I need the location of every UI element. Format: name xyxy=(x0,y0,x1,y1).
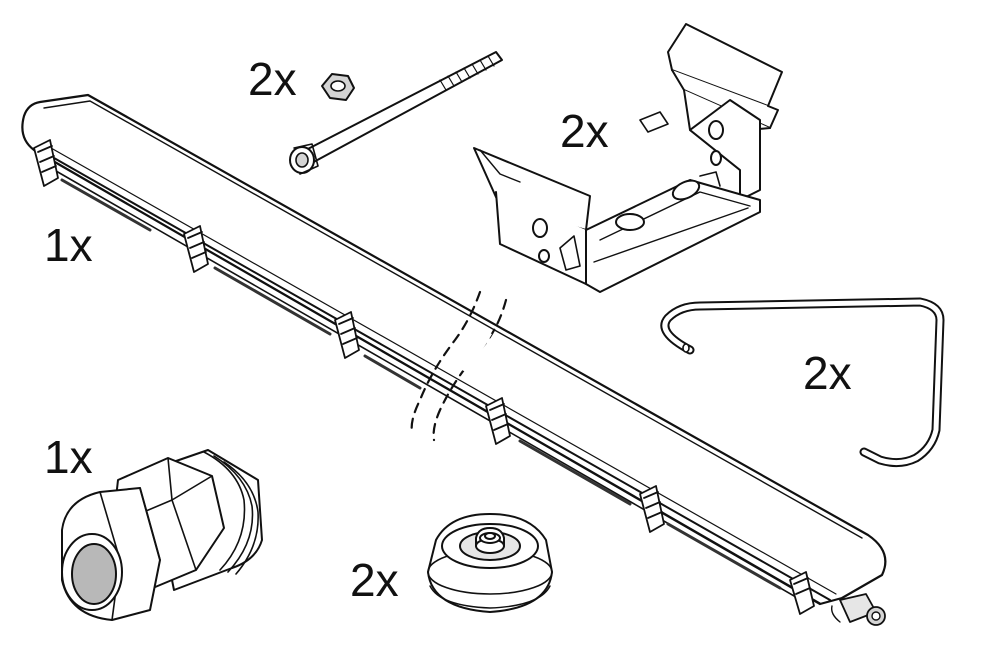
quantity-label-cable-gland: 1x xyxy=(44,431,93,483)
cable-gland-icon xyxy=(61,449,263,621)
quantity-label-luminaire: 1x xyxy=(44,219,93,271)
quantity-label-wire-hanger: 2x xyxy=(803,347,852,399)
wire-hanger-icon xyxy=(660,297,945,468)
quantity-label-end-cap: 2x xyxy=(350,554,399,606)
linear-luminaire-icon xyxy=(21,93,887,626)
bolt-with-nut-icon xyxy=(289,51,503,175)
quantity-label-bolt-and-nut: 2x xyxy=(248,53,297,105)
end-cap-icon xyxy=(427,513,553,613)
quantity-label-mounting-bracket: 2x xyxy=(560,105,609,157)
mounting-bracket-icon xyxy=(473,23,783,293)
